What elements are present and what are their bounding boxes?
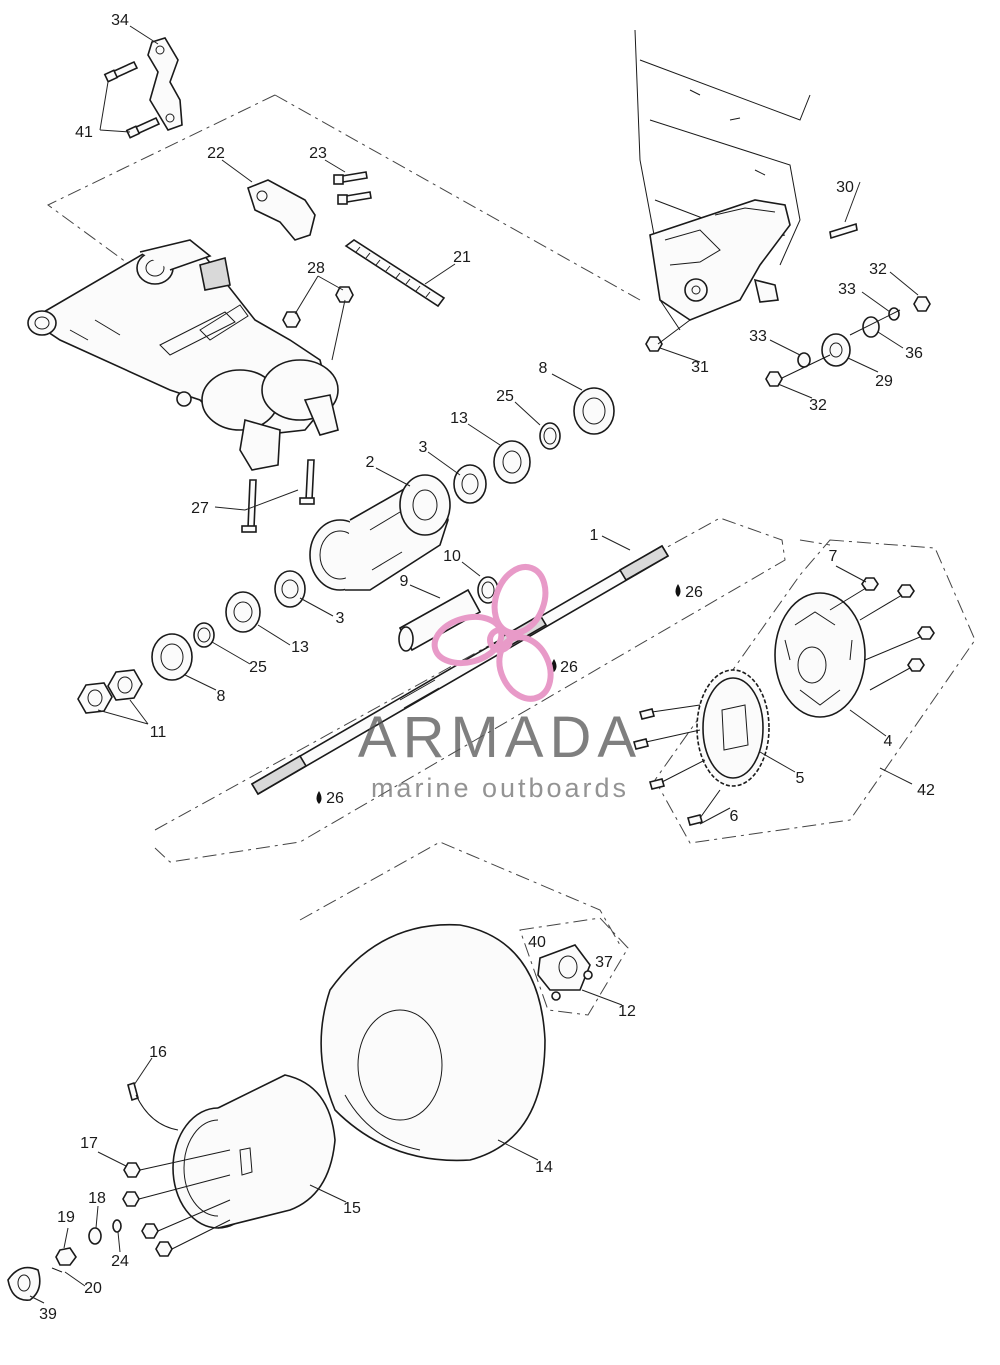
- callout-25-right: 25: [496, 388, 514, 405]
- watermark-tagline: marine outboards: [371, 773, 629, 803]
- callout-6: 6: [730, 808, 739, 825]
- callout-33-left: 33: [749, 328, 767, 345]
- callout-29: 29: [875, 373, 893, 390]
- callout-16: 16: [149, 1044, 167, 1061]
- oil-drop-icon: [675, 584, 681, 597]
- pinch-bolts: [241, 459, 315, 533]
- callout-31: 31: [691, 359, 709, 376]
- callout-39: 39: [39, 1306, 57, 1323]
- leader-lines: [29, 25, 919, 1304]
- callout-40: 40: [528, 934, 546, 951]
- callout-36: 36: [905, 345, 923, 362]
- callout-1: 1: [590, 527, 599, 544]
- callout-12: 12: [618, 1003, 636, 1020]
- callout-26-top: 26: [685, 584, 703, 601]
- callout-10: 10: [443, 548, 461, 565]
- callout-19: 19: [57, 1209, 75, 1226]
- callout-28: 28: [307, 260, 325, 277]
- callout-41: 41: [75, 124, 93, 141]
- callout-24: 24: [111, 1253, 129, 1270]
- sprocket-5: [696, 669, 770, 787]
- propeller-logo-icon: [431, 564, 554, 702]
- callout-37: 37: [595, 954, 613, 971]
- callout-30: 30: [836, 179, 854, 196]
- callout-22: 22: [207, 145, 225, 162]
- callout-2: 2: [366, 454, 375, 471]
- callout-9: 9: [400, 573, 409, 590]
- callout-4: 4: [884, 733, 893, 750]
- oil-drop-icon: [316, 791, 322, 804]
- callout-18: 18: [88, 1190, 106, 1207]
- callout-23: 23: [309, 145, 327, 162]
- callout-7: 7: [829, 548, 838, 565]
- mount-assembly: [645, 222, 931, 387]
- callout-15: 15: [343, 1200, 361, 1217]
- frame-chassis: [634, 29, 811, 331]
- tire-14: [320, 923, 546, 1162]
- bracket-34: [103, 37, 183, 139]
- callout-3-left: 3: [336, 610, 345, 627]
- callout-3-right: 3: [419, 439, 428, 456]
- callout-14: 14: [535, 1159, 553, 1176]
- drive-chain-21: [344, 239, 446, 308]
- bearings-right: [453, 387, 615, 504]
- callout-42: 42: [917, 782, 935, 799]
- callout-32-top: 32: [869, 261, 887, 278]
- bearings-left: [77, 570, 306, 714]
- callout-26-bottom: 26: [326, 790, 344, 807]
- assembly-boundaries: [47, 94, 976, 1016]
- callout-26-middle: 26: [560, 659, 578, 676]
- bolts-6: [633, 704, 721, 826]
- callout-labels: 34 41 22 23 21 28 27 2 3 13 25 8 1 10 9 …: [39, 12, 935, 1323]
- swing-arm: [27, 239, 339, 471]
- callout-33-right: 33: [838, 281, 856, 298]
- callout-27: 27: [191, 500, 209, 517]
- nuts-7: [829, 577, 935, 691]
- callout-8-right: 8: [539, 360, 548, 377]
- nuts-28: [282, 286, 354, 328]
- callout-21: 21: [453, 249, 471, 266]
- callout-5: 5: [796, 770, 805, 787]
- callout-20: 20: [84, 1280, 102, 1297]
- callout-13-right: 13: [450, 410, 468, 427]
- callout-11: 11: [150, 724, 167, 741]
- spacer-9: [398, 576, 499, 652]
- wheel-hardware: [7, 1081, 231, 1301]
- callout-13-left: 13: [291, 639, 309, 656]
- watermark: ARMADA marine outboards: [358, 564, 642, 803]
- axle-housing-2: [309, 474, 451, 591]
- callout-34: 34: [111, 12, 129, 29]
- watermark-brand: ARMADA: [358, 705, 642, 770]
- rim-15: [172, 1074, 336, 1229]
- callout-17: 17: [80, 1135, 98, 1152]
- callout-8-left: 8: [217, 688, 226, 705]
- wheel-hub-12: [537, 944, 593, 1001]
- callout-25-left: 25: [249, 659, 267, 676]
- sprocket-hub-4: [774, 592, 866, 718]
- callout-32-bottom: 32: [809, 397, 827, 414]
- chain-guard-22: [247, 171, 372, 241]
